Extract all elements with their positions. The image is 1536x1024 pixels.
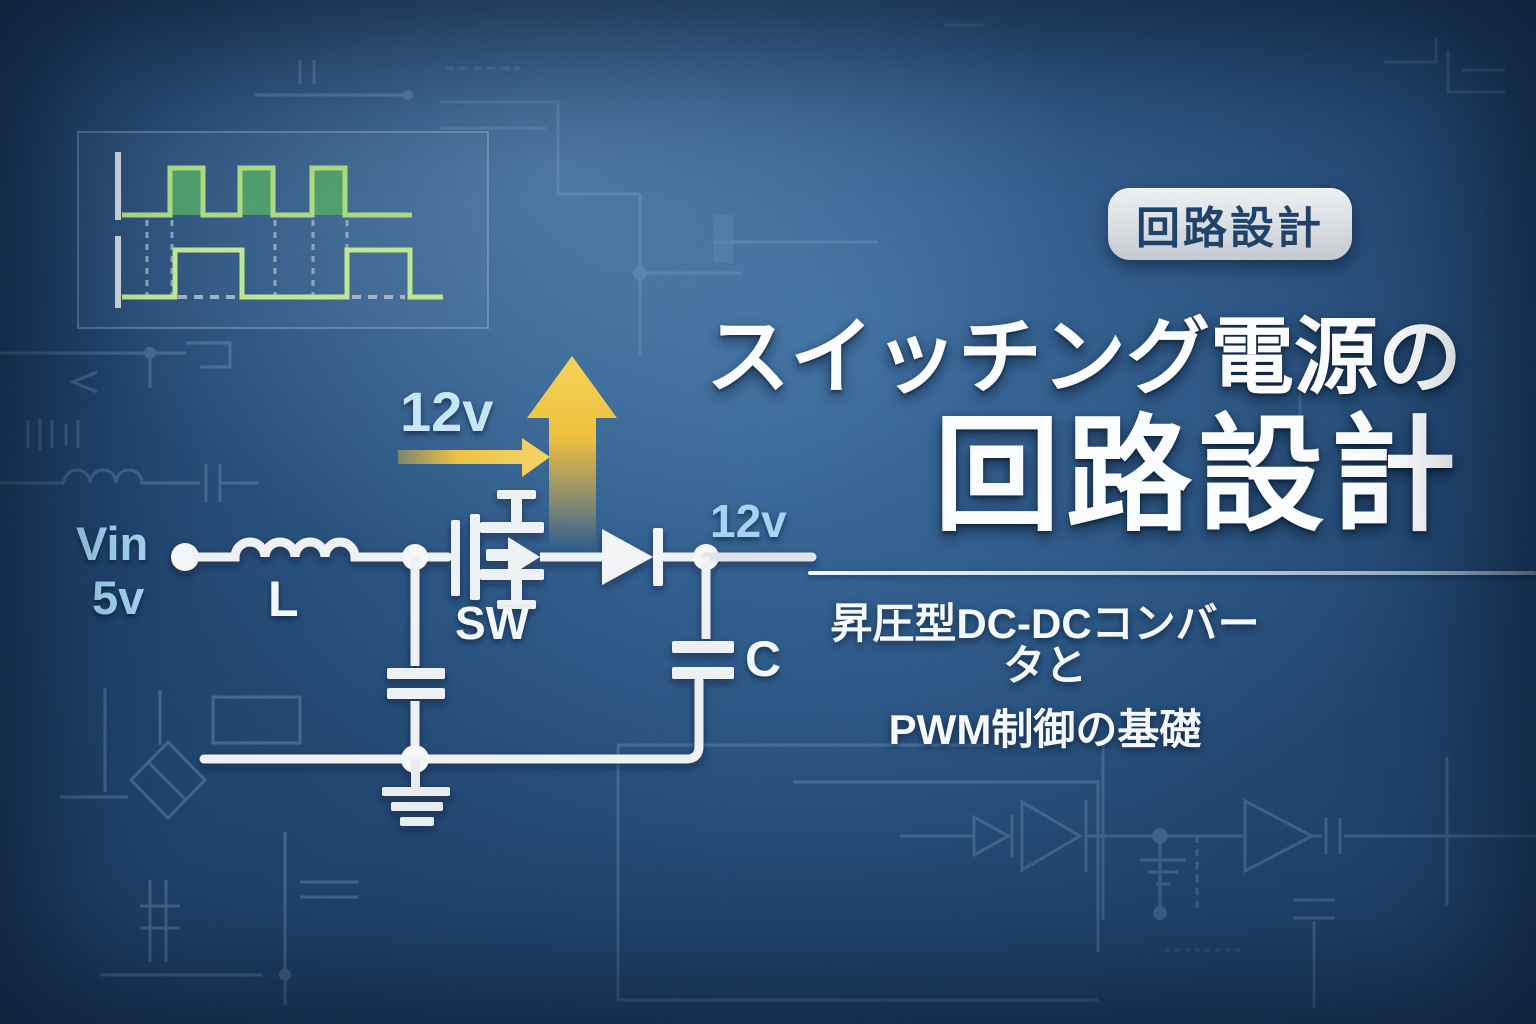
bg-traces-bottom-right: [616, 743, 1536, 1008]
pwm-trace-bottom: [115, 236, 443, 308]
ground-node: [401, 745, 429, 773]
boost-arrow-voltage-label: 12v: [400, 380, 494, 443]
mosfet-symbol: [451, 490, 544, 609]
input-terminal-node: [171, 543, 199, 571]
capacitor-label: C: [745, 631, 782, 687]
category-badge: 回路設計: [1108, 188, 1352, 260]
bg-traces-bottom-left: [60, 688, 358, 1005]
pwm-trace-top: [115, 152, 412, 220]
boost-arrow-icon: [527, 356, 617, 548]
ground-symbol: [382, 759, 450, 826]
title-line-1: スイッチング電源の: [705, 310, 1462, 404]
pwm-panel-frame: [77, 131, 489, 329]
output-node: [693, 544, 719, 570]
switch-node: [402, 544, 428, 570]
switch-label: SW: [455, 597, 530, 649]
title-line-2: 回路設計: [934, 404, 1462, 546]
category-badge-label: 回路設計: [1136, 204, 1324, 253]
input-voltage-label: Vin: [76, 517, 149, 570]
input-capacitor-symbol: [387, 557, 445, 752]
ground-rail: [199, 676, 704, 764]
subtitle: 昇圧型DC-DCコンバータと PWM制御の基礎: [815, 603, 1275, 751]
page-title: スイッチング電源の 回路設計: [642, 312, 1462, 539]
bg-traces-top-left: [0, 60, 413, 502]
title-divider: [808, 571, 1536, 575]
inductor-label: L: [268, 571, 299, 627]
input-voltage-value: 5v: [92, 571, 145, 624]
subtitle-line-2: PWM制御の基礎: [888, 706, 1202, 753]
inductor-symbol: [192, 537, 453, 562]
output-capacitor-symbol: [672, 557, 734, 679]
flow-arrow-icon: [398, 438, 550, 477]
subtitle-line-1: 昇圧型DC-DCコンバータと: [830, 600, 1260, 689]
pwm-dashed-guides: [145, 220, 349, 298]
